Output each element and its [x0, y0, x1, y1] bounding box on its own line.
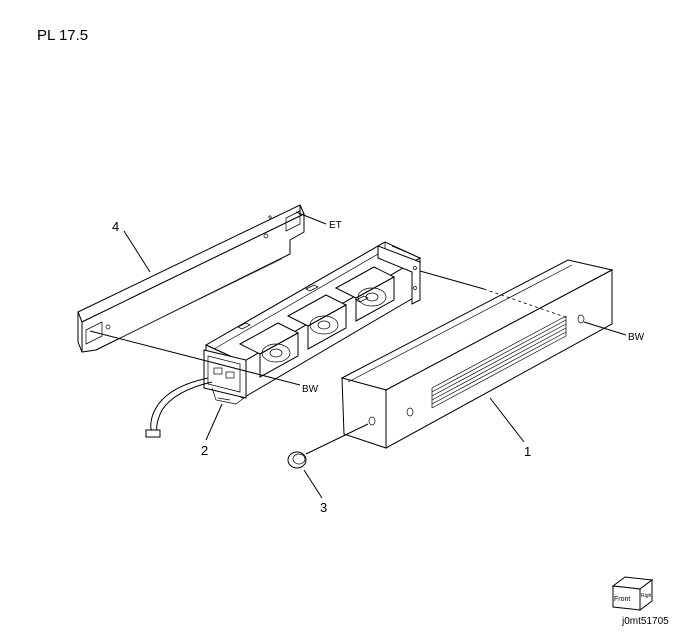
alignment-line-upper [419, 270, 485, 290]
part-number-1: 1 [524, 444, 531, 459]
part-1-front-cover [340, 259, 614, 449]
callout-bw-right: BW [628, 332, 645, 343]
leader-bw-center [89, 330, 301, 386]
part-4-bracket [77, 204, 305, 353]
document-id: j0mt51705 [622, 616, 669, 627]
part-2-fan-assembly [145, 241, 422, 438]
callout-bw-center: BW [302, 384, 319, 395]
orientation-cube-icon: Front Right [611, 576, 654, 611]
leader-2 [205, 403, 223, 441]
part-number-3: 3 [320, 500, 327, 515]
leader-3 [303, 469, 323, 499]
fan-1 [238, 322, 300, 378]
leader-et [295, 211, 327, 225]
part-number-2: 2 [201, 443, 208, 458]
page-title: PL 17.5 [37, 27, 89, 44]
alignment-dashed-line [483, 288, 569, 319]
orientation-right-label: Right [641, 593, 653, 599]
leader-1 [489, 397, 525, 443]
leader-4 [123, 230, 151, 273]
fan-2 [286, 294, 348, 350]
part-3-knob [287, 423, 369, 469]
orientation-front-label: Front [614, 596, 630, 603]
callout-et: ET [329, 220, 342, 231]
part-number-4: 4 [112, 219, 119, 234]
leader-bw-right [583, 321, 627, 336]
fan-3 [334, 266, 396, 322]
